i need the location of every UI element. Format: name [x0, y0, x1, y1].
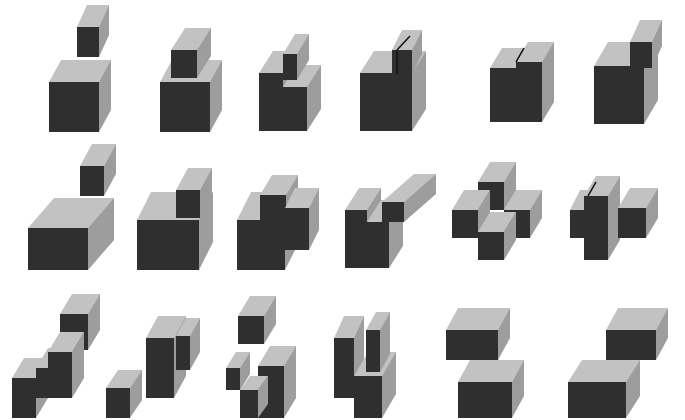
block-front-face	[490, 68, 516, 122]
block-front-face	[237, 220, 285, 270]
block-front-face	[283, 54, 297, 80]
block-front-face	[618, 208, 646, 238]
block-front-face	[28, 228, 88, 270]
block-front-face	[106, 388, 130, 418]
block-front-face	[354, 376, 382, 418]
figure-r3-c3	[226, 296, 296, 418]
block-front-face	[478, 232, 504, 260]
figure-r1-c5	[490, 42, 554, 122]
block-front-face	[452, 210, 478, 238]
figure-r1-c3	[259, 34, 321, 131]
block-front-face	[568, 382, 626, 418]
block-front-face	[334, 338, 354, 398]
block-front-face	[283, 87, 307, 131]
block-front-face	[446, 330, 498, 360]
figure-r1-c1	[49, 5, 111, 132]
block-front-face	[137, 220, 199, 270]
block-front-face	[238, 316, 264, 344]
block-front-face	[240, 390, 258, 418]
block-front-face	[630, 42, 652, 68]
block-front-face	[259, 73, 283, 131]
figure-r2-c4	[345, 174, 436, 268]
figure-r2-c6	[570, 176, 658, 260]
block-front-face	[382, 202, 404, 222]
block-front-face	[77, 27, 99, 57]
figure-r3-c1	[12, 294, 100, 418]
block-front-face	[176, 336, 190, 370]
figure-r3-c6	[568, 308, 668, 418]
figure-r1-c4	[360, 30, 426, 131]
block-front-face	[146, 338, 174, 398]
block-front-face	[176, 190, 200, 218]
block-front-face	[48, 352, 72, 398]
figure-r2-c3	[237, 175, 319, 270]
figure-r2-c5	[452, 162, 542, 260]
block-front-face	[226, 368, 240, 390]
block-front-face	[345, 210, 367, 268]
figure-r1-c2	[160, 28, 222, 132]
block-front-face	[594, 66, 644, 124]
block-front-face	[516, 62, 542, 122]
block-front-face	[160, 82, 210, 132]
figure-r2-c2	[137, 168, 213, 270]
block-front-face	[171, 50, 197, 78]
block-front-face	[80, 166, 104, 196]
figure-r2-c1	[28, 144, 116, 270]
figure-r1-c6	[594, 20, 662, 124]
block-front-face	[606, 330, 656, 360]
block-front-face	[366, 330, 380, 372]
block-front-face	[392, 50, 412, 74]
block-front-face	[49, 82, 99, 132]
block-front-face	[12, 378, 36, 418]
figure-r3-c2	[106, 316, 200, 418]
block-front-face	[584, 196, 608, 260]
block-front-face	[367, 222, 389, 268]
block-front-face	[458, 382, 512, 418]
figure-r3-c4	[334, 312, 396, 418]
block-front-face	[360, 73, 412, 131]
figure-r3-c5	[446, 308, 524, 418]
block-front-face	[285, 208, 309, 250]
block-front-face	[260, 195, 286, 221]
